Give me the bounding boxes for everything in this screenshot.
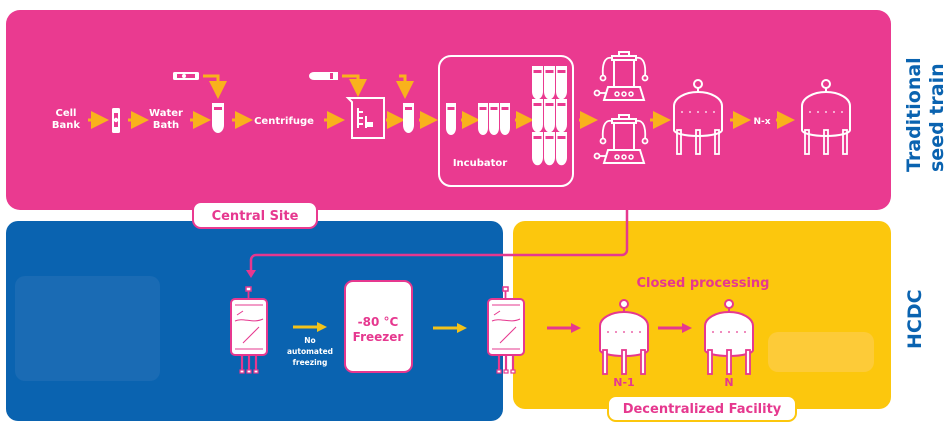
placeholder-blur-yellow [768,332,874,372]
tube-icon [544,132,555,166]
svg-text:Cell: Cell [56,108,77,119]
traditional-side-label: Traditional seed train [903,57,948,172]
svg-text:Freezer: Freezer [353,330,404,344]
cryo-bags [230,286,525,374]
cryo-bag-icon [487,286,525,374]
tube-icon [446,103,456,135]
svg-text:Bank: Bank [52,120,80,131]
arrow-icon [396,74,414,99]
beaker-icon [345,97,385,139]
n-label: N [724,376,733,389]
n-minus-1-label: N-1 [613,376,634,389]
water-bath-label: Water Bath [149,108,183,131]
svg-text:freezing: freezing [293,358,328,367]
freezer-box: -80 °C Freezer [344,280,413,373]
tube-icon [212,103,224,133]
cryo-bag-icon [230,286,268,374]
bioreactor-icon [599,299,649,375]
arrow-icon [203,74,227,99]
placeholder-blur-blue [15,276,160,381]
arrow-icon [571,323,581,333]
arrow-icon [317,322,327,332]
incubator-box [438,55,574,187]
bioreactors-closed [599,299,754,375]
svg-text:Decentralized Facility: Decentralized Facility [623,402,782,417]
arrow-icon [246,270,256,278]
arrow-icon [457,323,467,333]
bioreactor-icon [673,79,723,155]
arrow-icon [342,74,367,97]
tube-icon [532,132,543,166]
bioreactor-bag-icon [593,114,649,164]
decentralized-panel [513,221,891,409]
svg-text:No: No [304,336,315,345]
vial-horizontal-icon [173,72,199,80]
centrifuge-label: Centrifuge [254,116,314,127]
tube-icon [489,103,499,135]
svg-text:Water: Water [149,108,183,119]
hcdc-side-label: HCDC [904,289,926,349]
tube-icon [556,66,567,100]
bioreactor-icon [704,299,754,375]
svg-text:seed train: seed train [926,63,948,172]
closed-processing-label: Closed processing [637,276,770,291]
svg-text:-80 °C: -80 °C [358,315,399,329]
tube-horizontal-icon [309,72,338,80]
svg-text:automated: automated [287,347,333,356]
bioreactor-icon [801,79,851,155]
incubator-label: Incubator [453,158,507,169]
tube-icon [532,66,543,100]
svg-text:Traditional: Traditional [903,57,925,172]
decentralized-facility-tag: Decentralized Facility [607,395,797,422]
wave-bioreactors [593,51,649,164]
n-x-label: N-x [753,117,770,127]
tube-icon [544,99,555,133]
tube-icon [532,99,543,133]
bioreactors-traditional [673,79,851,155]
tube-icon [544,66,555,100]
arrow-icon [682,323,692,333]
tube-icon [403,103,414,133]
connector-line [249,210,629,272]
no-automated-freezing-label: No automated freezing [287,336,333,367]
tube-icon [478,103,488,135]
central-site-tag: Central Site [192,201,318,229]
svg-text:Bath: Bath [153,120,179,131]
tube-icon [556,132,567,166]
svg-text:Central Site: Central Site [212,209,299,224]
incubator-tubes [446,66,567,166]
vial-icon [112,108,120,133]
tube-icon [500,103,510,135]
cell-bank-label: Cell Bank [52,108,80,131]
tube-icon [556,99,567,133]
bioreactor-bag-icon [593,51,649,101]
